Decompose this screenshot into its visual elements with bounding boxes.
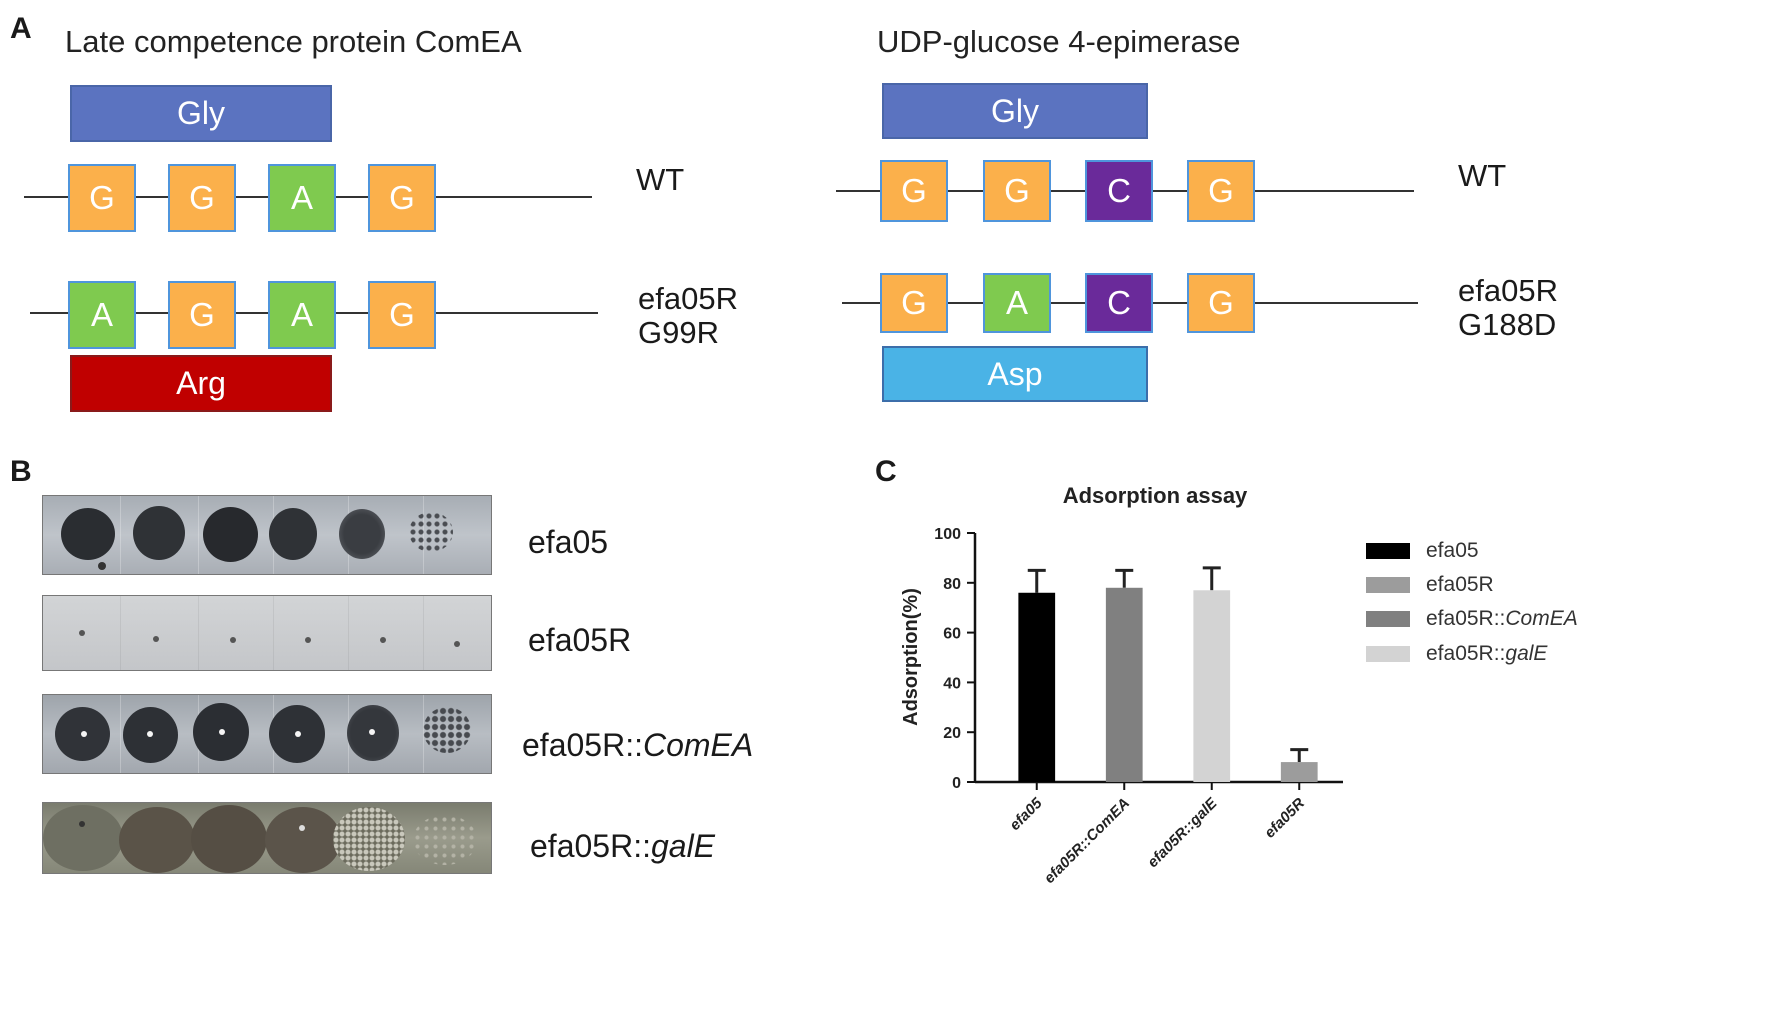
- comea-mut-codon-2: G: [168, 281, 236, 349]
- legend-swatch: [1366, 543, 1410, 559]
- chart-title: Adsorption assay: [1063, 483, 1248, 508]
- lysis-zone: [123, 707, 178, 763]
- comea-mut-codon-1: A: [68, 281, 136, 349]
- legend-swatch: [1366, 577, 1410, 593]
- lysis-zone: [339, 509, 385, 559]
- gale-wt-codon-3: C: [1085, 160, 1153, 222]
- legend-swatch: [1366, 611, 1410, 627]
- comea-wt-domain: Gly: [70, 85, 332, 142]
- plate-strip-efa05r: [42, 595, 492, 671]
- legend-item-efa05r: efa05R: [1366, 573, 1494, 597]
- x-tick-label: efa05R: [1261, 795, 1308, 842]
- legend-item-efa05: efa05: [1366, 539, 1479, 563]
- comea-mut-label-strain: efa05R: [638, 281, 738, 316]
- bar-efa05: [1018, 592, 1056, 782]
- lysis-zone: [347, 705, 399, 761]
- gale-wt-domain: Gly: [882, 83, 1148, 139]
- panel-c-letter: C: [875, 455, 897, 488]
- comea-wt-codon-1: G: [68, 164, 136, 232]
- bar-efa05r-gale: [1193, 590, 1231, 782]
- gale-wt-codon-2: G: [983, 160, 1051, 222]
- plaque-cluster: [333, 807, 405, 871]
- gale-wt-codon-1: G: [880, 160, 948, 222]
- comea-wt-codon-3: A: [268, 164, 336, 232]
- panel-a-letter: A: [10, 12, 32, 45]
- plaque-cluster: [409, 512, 453, 552]
- bar-efa05r: [1280, 762, 1318, 782]
- plate-strip-efa05r-gale: [42, 802, 492, 874]
- comea-title: Late competence protein ComEA: [65, 24, 522, 59]
- strain-label-efa05r-gale: efa05R::galE: [530, 828, 716, 864]
- gale-mut-codon-3: C: [1085, 273, 1153, 333]
- strain-label-efa05: efa05: [528, 524, 609, 560]
- gale-mut-domain: Asp: [882, 346, 1148, 402]
- lysis-zone: [55, 707, 110, 761]
- y-tick-label: 0: [952, 775, 961, 792]
- comea-mut-codon-3: A: [268, 281, 336, 349]
- lysis-zone: [119, 807, 195, 873]
- x-tick-label: efa05R::ComEA: [1041, 795, 1133, 887]
- legend-item-efa05r-gale: efa05R::galE: [1366, 642, 1547, 666]
- panel-b-letter: B: [10, 455, 32, 488]
- legend-item-efa05r-comea: efa05R::ComEA: [1366, 607, 1578, 631]
- lysis-zone: [133, 506, 185, 560]
- gale-title: UDP-glucose 4-epimerase: [877, 24, 1241, 59]
- lysis-zone: [61, 508, 115, 560]
- lysis-zone: [203, 507, 258, 562]
- legend-swatch: [1366, 646, 1410, 662]
- comea-wt-label: WT: [636, 162, 685, 197]
- comea-mut-label-mutation: G99R: [638, 315, 719, 350]
- gale-mut-label-mutation: G188D: [1458, 307, 1557, 342]
- y-tick-label: 100: [934, 526, 961, 543]
- y-tick-label: 20: [943, 725, 961, 742]
- plate-strip-efa05r-comea: [42, 694, 492, 774]
- lysis-zone: [269, 508, 317, 560]
- comea-wt-codon-4: G: [368, 164, 436, 232]
- comea-wt-codon-2: G: [168, 164, 236, 232]
- strain-label-efa05r-comea: efa05R::ComEA: [522, 727, 754, 763]
- strain-label-efa05r: efa05R: [528, 622, 632, 658]
- lysis-zone: [265, 807, 341, 873]
- bar-efa05r-comea: [1105, 587, 1143, 782]
- lysis-zone: [269, 705, 325, 763]
- y-tick-label: 60: [943, 626, 961, 643]
- comea-mut-codon-4: G: [368, 281, 436, 349]
- comea-mut-domain: Arg: [70, 355, 332, 412]
- plate-strip-efa05: [42, 495, 492, 575]
- lysis-zone: [193, 703, 249, 761]
- y-tick-label: 80: [943, 576, 961, 593]
- gale-mut-codon-1: G: [880, 273, 948, 333]
- x-tick-label: efa05: [1006, 794, 1046, 834]
- lysis-zone: [191, 805, 267, 873]
- plaque-cluster: [413, 815, 477, 865]
- adsorption-chart: Adsorption assay Adsorption(%) 0 20 40 60 80…: [900, 483, 1343, 887]
- plaque-cluster: [423, 707, 471, 753]
- gale-wt-codon-4: G: [1187, 160, 1255, 222]
- y-axis-label: Adsorption(%): [900, 588, 922, 726]
- x-tick-label: efa05R::galE: [1144, 794, 1221, 871]
- lysis-zone: [43, 805, 123, 871]
- gale-mut-codon-4: G: [1187, 273, 1255, 333]
- gale-mut-label-strain: efa05R: [1458, 273, 1558, 308]
- gale-mut-codon-2: A: [983, 273, 1051, 333]
- gale-wt-label: WT: [1458, 158, 1507, 193]
- y-tick-label: 40: [943, 675, 961, 692]
